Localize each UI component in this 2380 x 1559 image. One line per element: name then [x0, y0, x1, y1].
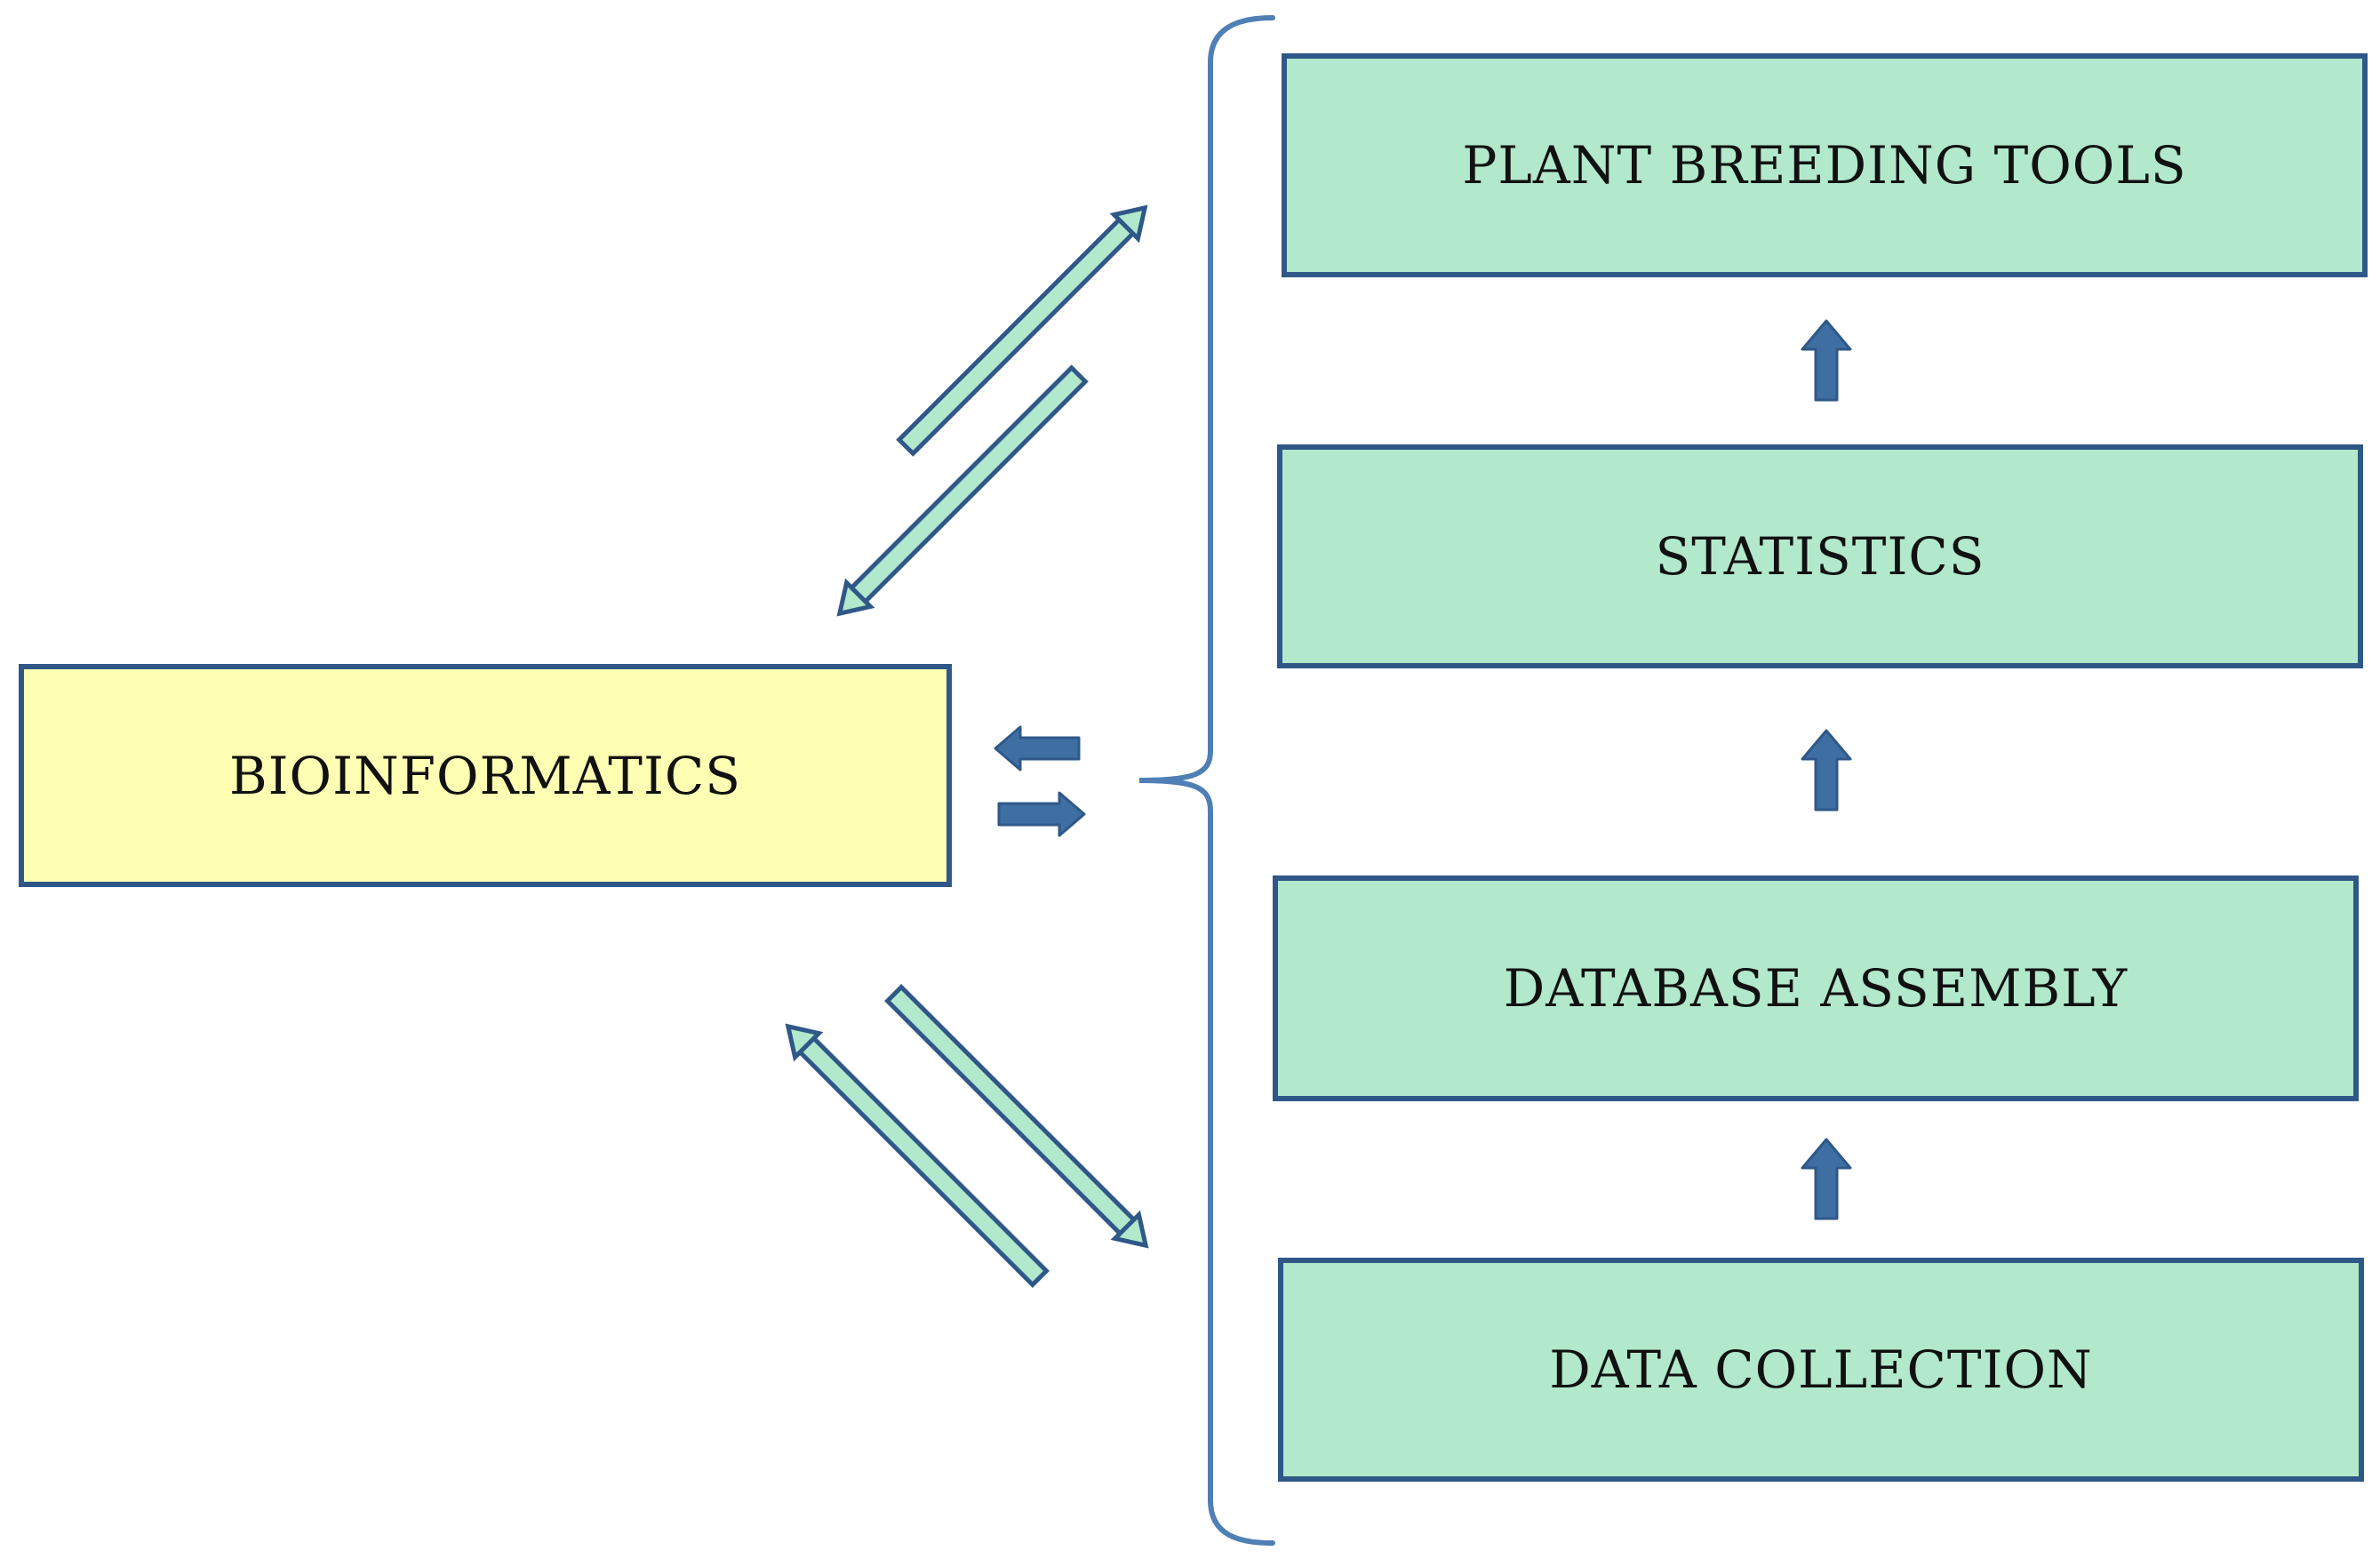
flow-arrow-collection-to-assembly [1801, 1138, 1852, 1220]
exchange-arrow-right [997, 791, 1086, 837]
diagonal-arrow-down-to-bioinformatics [836, 364, 1089, 617]
exchange-arrow-left-shape [994, 725, 1081, 772]
flow-arrow-statistics-to-tools [1801, 319, 1852, 402]
statistics-label: STATISTICS [1655, 526, 1985, 587]
data-collection-box: DATA COLLECTION [1278, 1258, 2364, 1482]
bioinformatics-label: BIOINFORMATICS [228, 745, 742, 806]
grouping-bracket [1138, 15, 1275, 1546]
data-collection-label: DATA COLLECTION [1549, 1339, 2093, 1400]
plant-breeding-tools-label: PLANT BREEDING TOOLS [1462, 135, 2187, 196]
flow-arrow-assembly-to-statistics [1801, 729, 1852, 811]
plant-breeding-tools-box: PLANT BREEDING TOOLS [1282, 53, 2368, 277]
diagonal-arrow-up-to-bioinformatics [785, 1023, 1050, 1288]
bioinformatics-box: BIOINFORMATICS [19, 664, 952, 887]
database-assembly-box: DATABASE ASSEMBLY [1273, 875, 2359, 1101]
database-assembly-label: DATABASE ASSEMBLY [1503, 958, 2128, 1019]
diagonal-arrow-down-to-collection [884, 984, 1149, 1249]
diagonal-arrow-up-to-tools [896, 204, 1148, 457]
statistics-box: STATISTICS [1277, 444, 2363, 668]
